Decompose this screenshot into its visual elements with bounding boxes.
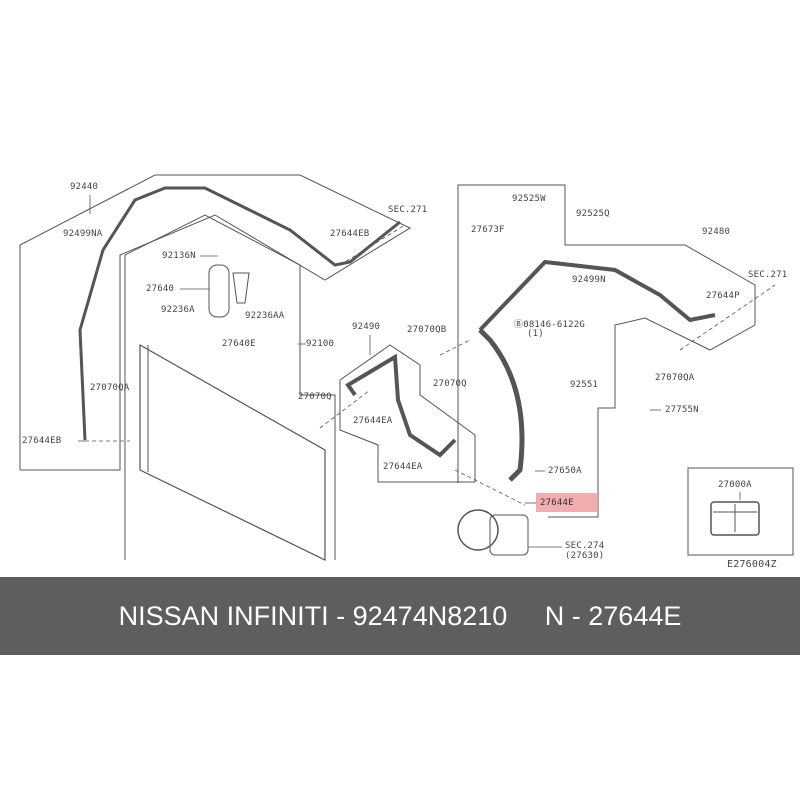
callout-27650A: 27650A: [548, 466, 582, 476]
callout-92499N: 92499N: [572, 275, 606, 285]
compressor: [457, 509, 499, 551]
callout-92136N: 92136N: [162, 251, 196, 261]
callout-92490: 92490: [352, 322, 381, 332]
callout-27070Q-mid: 27070Q: [433, 379, 467, 389]
label-27000A-graphic: [710, 501, 760, 536]
callout-27644EA-upper: 27644EA: [353, 416, 393, 426]
diagram-id: E276004Z: [727, 559, 777, 570]
pipe-hose: [478, 328, 525, 482]
callout-27755N: 27755N: [665, 405, 699, 415]
group-outline-92440: [19, 174, 412, 471]
group-outline-92480: [457, 184, 756, 518]
drier-cap-27640E: [232, 272, 250, 304]
callout-08146-6122G: Ⓑ08146-6122G: [514, 320, 586, 330]
callout-27640: 27640: [146, 284, 175, 294]
callout-27630: (27630): [565, 551, 605, 561]
receiver-drier-27640: [208, 264, 230, 318]
callout-27644EB-top: 27644EB: [330, 229, 370, 239]
callout-27640E: 27640E: [222, 339, 256, 349]
box-27000A: [687, 467, 794, 556]
callout-92525Q: 92525Q: [576, 209, 610, 219]
pipe-92490: [345, 353, 457, 458]
callout-27070QB: 27070QB: [407, 325, 447, 335]
callout-sec271-right: SEC.271: [748, 270, 788, 280]
callout-92525W: 92525W: [512, 194, 546, 204]
callout-92236AA: 92236AA: [245, 311, 285, 321]
ac-system-diagram: [19, 174, 794, 561]
callout-sec274: SEC.274: [565, 541, 605, 551]
pipe-92480: [478, 259, 716, 332]
callout-27070QA-right: 27070QA: [655, 373, 695, 383]
callout-08146-qty: (1): [527, 329, 544, 339]
callout-sec271-left: SEC.271: [388, 205, 428, 215]
callout-27644EA-lower: 27644EA: [383, 462, 423, 472]
condenser-92100: [139, 343, 326, 561]
group-outline-92100: [124, 214, 336, 560]
callout-92440: 92440: [70, 182, 99, 192]
callout-92236A: 92236A: [161, 305, 195, 315]
callout-92499NA: 92499NA: [63, 229, 103, 239]
callout-27644EB-left: 27644EB: [22, 436, 62, 446]
callout-27000A: 27000A: [718, 480, 752, 490]
part-number-banner: NISSAN INFINITI - 92474N8210 N - 27644E: [0, 577, 800, 655]
callout-27070Q-left: 27070Q: [298, 392, 332, 402]
callout-27673F: 27673F: [471, 225, 505, 235]
callout-27070QA-left: 27070QA: [90, 383, 130, 393]
callout-27644P: 27644P: [706, 291, 740, 301]
callout-92480: 92480: [702, 227, 731, 237]
callout-92100: 92100: [306, 339, 335, 349]
callout-92551: 92551: [570, 380, 599, 390]
callout-27644E-highlighted: 27644E: [540, 498, 574, 508]
banner-text: NISSAN INFINITI - 92474N8210 N - 27644E: [118, 600, 682, 631]
group-outline-92490: [339, 344, 476, 483]
highlighted-part-marker: [536, 493, 598, 512]
